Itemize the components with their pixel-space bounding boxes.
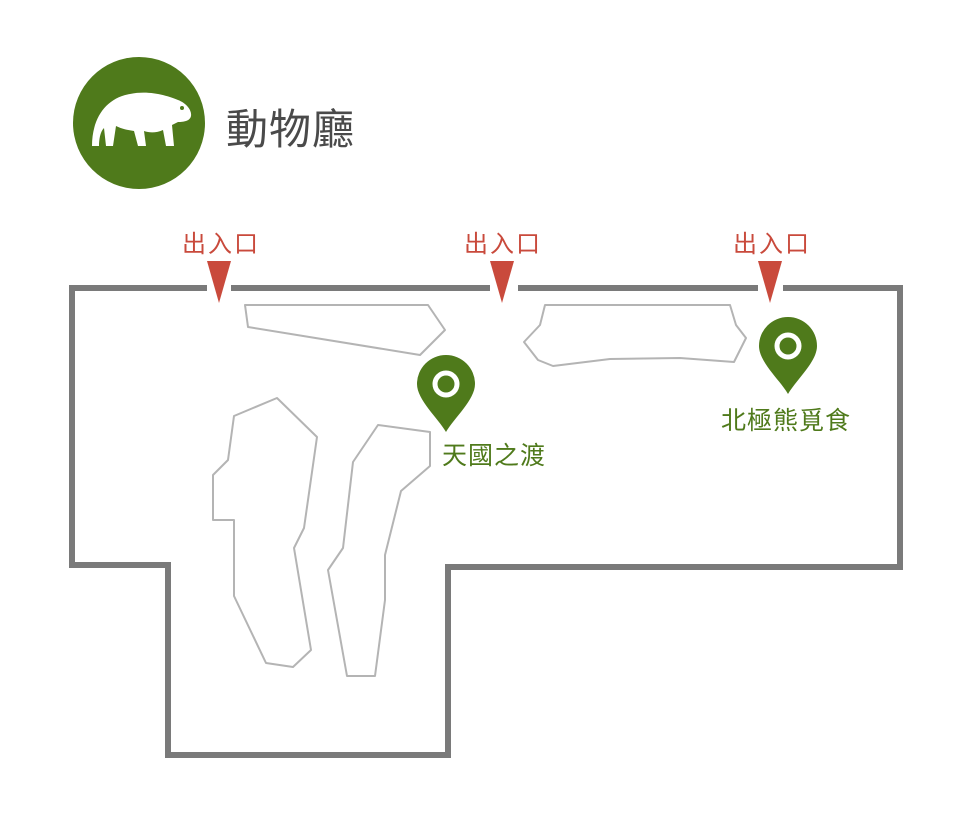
entrance-label: 出入口 bbox=[733, 230, 811, 258]
poi-label-polar-bear-foraging[interactable]: 北極熊覓食 bbox=[721, 406, 852, 435]
hall-title: 動物廳 bbox=[226, 105, 356, 154]
polar-bear-icon bbox=[92, 92, 192, 146]
map-pin-icon[interactable] bbox=[759, 317, 817, 394]
exhibit-island-left bbox=[212, 397, 318, 668]
entrance-label: 出入口 bbox=[182, 230, 260, 258]
exhibit-case-top-right bbox=[523, 304, 747, 367]
outer-wall bbox=[69, 285, 903, 758]
hall-logo bbox=[73, 57, 205, 189]
entrance-marker[interactable] bbox=[758, 261, 782, 303]
exhibit-case-top-left bbox=[244, 304, 446, 356]
exhibit-island-middle bbox=[327, 424, 431, 677]
map-pin-icon[interactable] bbox=[417, 355, 475, 432]
entrance-marker[interactable] bbox=[207, 261, 231, 303]
entrance-marker[interactable] bbox=[490, 261, 514, 303]
entrance-label: 出入口 bbox=[464, 230, 542, 258]
poi-label-heaven-crossing[interactable]: 天國之渡 bbox=[442, 441, 547, 470]
